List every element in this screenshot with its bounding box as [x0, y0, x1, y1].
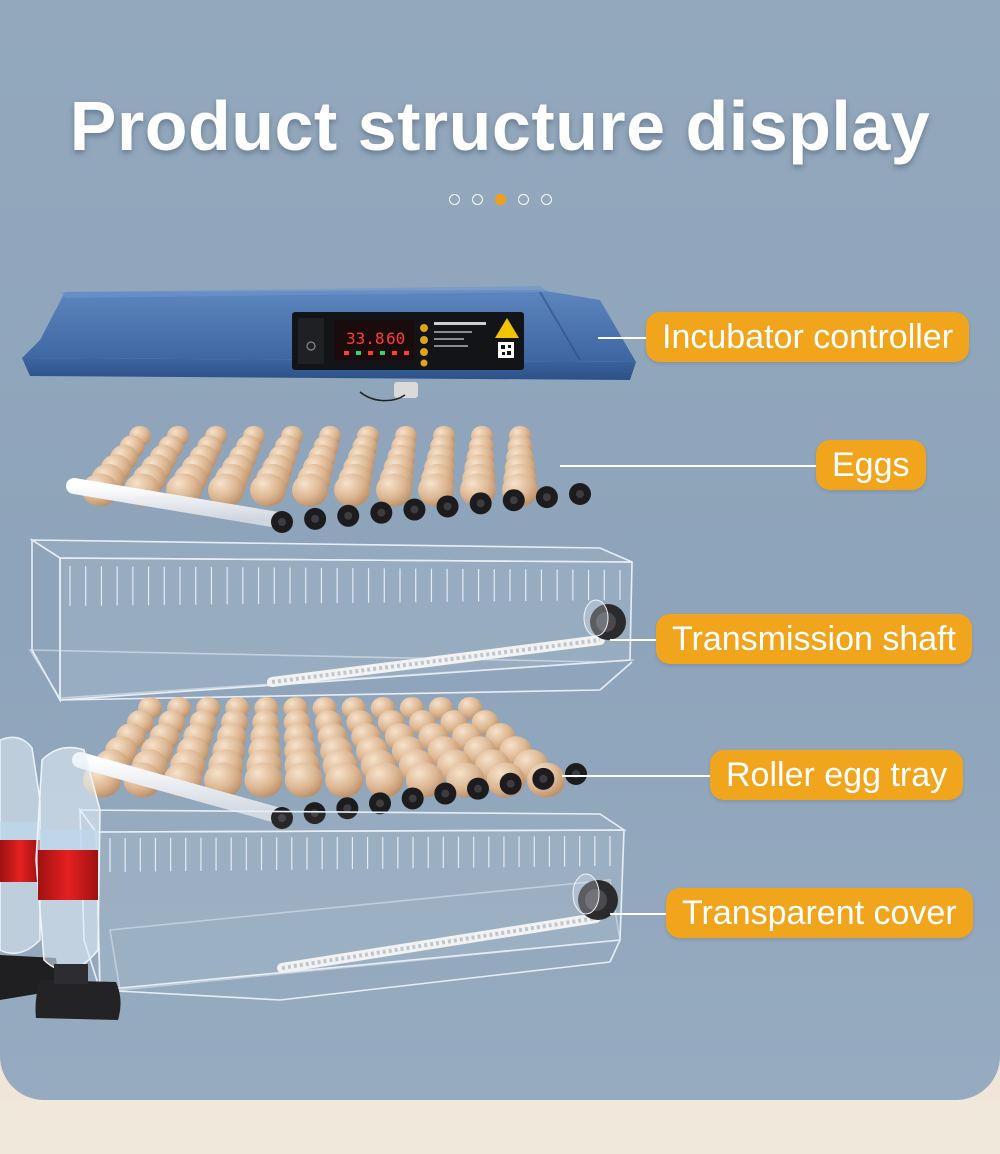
egg-layer-bottom: [72, 696, 587, 829]
power-icon[interactable]: [306, 341, 316, 351]
roller-end-cap-hub: [408, 794, 417, 803]
display-indicators: [344, 351, 409, 355]
transmission-shaft-upper: [267, 599, 626, 687]
control-panel-text-lines: [434, 322, 486, 347]
egg: [365, 762, 404, 798]
carousel-dot-active[interactable]: [494, 194, 506, 205]
roller-end-cap-hub: [343, 804, 352, 813]
carousel-dot[interactable]: [517, 194, 529, 205]
water-bottle-front: [35, 746, 121, 1020]
carousel-indicator: [0, 192, 1000, 210]
incubator-lid: 33.8 60: [22, 286, 636, 402]
roller-end-cap-hub: [376, 799, 384, 808]
roller-end-cap-hub: [410, 505, 419, 514]
roller-end-cap-hub: [311, 514, 320, 523]
egg: [284, 762, 323, 798]
label-transmission-shaft: Transmission shaft: [656, 614, 973, 664]
lower-tray-slats: [109, 836, 611, 872]
egg: [334, 473, 370, 507]
egg: [244, 762, 283, 798]
label-eggs: Eggs: [816, 440, 926, 490]
egg: [292, 473, 328, 507]
humidity-readout: 60: [386, 329, 405, 348]
carousel-dot[interactable]: [540, 194, 552, 205]
egg: [204, 762, 243, 798]
roller: [72, 752, 288, 824]
egg: [250, 473, 286, 507]
temperature-readout: 33.8: [346, 329, 385, 348]
carousel-dot[interactable]: [448, 194, 460, 205]
upper-tray-slats: [69, 566, 621, 606]
qr-code: [498, 342, 514, 358]
egg: [325, 762, 364, 798]
bottom-strip: [0, 1100, 1000, 1154]
label-incubator-controller: Incubator controller: [646, 312, 970, 362]
roller-end-cap-hub: [506, 779, 515, 788]
roller-end-cap-hub: [576, 490, 584, 498]
roller-end-cap-hub: [474, 784, 482, 793]
roller-end-cap-hub: [278, 814, 286, 822]
fan-motor: [394, 382, 418, 398]
roller: [66, 478, 286, 528]
roller-end-cap-hub: [509, 496, 518, 505]
roller-end-cap-hub: [476, 499, 485, 508]
carousel-dot[interactable]: [471, 194, 483, 205]
egg: [376, 473, 412, 507]
control-buttons[interactable]: [420, 324, 428, 367]
roller-end-cap-hub: [539, 774, 548, 783]
transmission-shaft-lower: [277, 873, 618, 973]
label-roller-egg-tray: Roller egg tray: [710, 750, 964, 800]
upper-transparent-tray: [28, 538, 635, 704]
roller-end-cap-hub: [278, 518, 286, 526]
roller-end-cap-hub: [344, 511, 353, 520]
roller-end-cap-hub: [377, 508, 386, 517]
roller-end-cap-hub: [542, 493, 551, 502]
egg: [208, 473, 244, 507]
egg-layer-top: [66, 425, 591, 533]
warning-icon: [495, 318, 519, 338]
page-title: Product structure display: [69, 87, 931, 165]
water-bottles: [0, 736, 121, 1020]
roller-end-cap-hub: [443, 502, 452, 511]
roller-end-cap-hub: [441, 789, 450, 798]
leader-lines: [560, 337, 818, 915]
label-transparent-cover: Transparent cover: [666, 888, 973, 938]
